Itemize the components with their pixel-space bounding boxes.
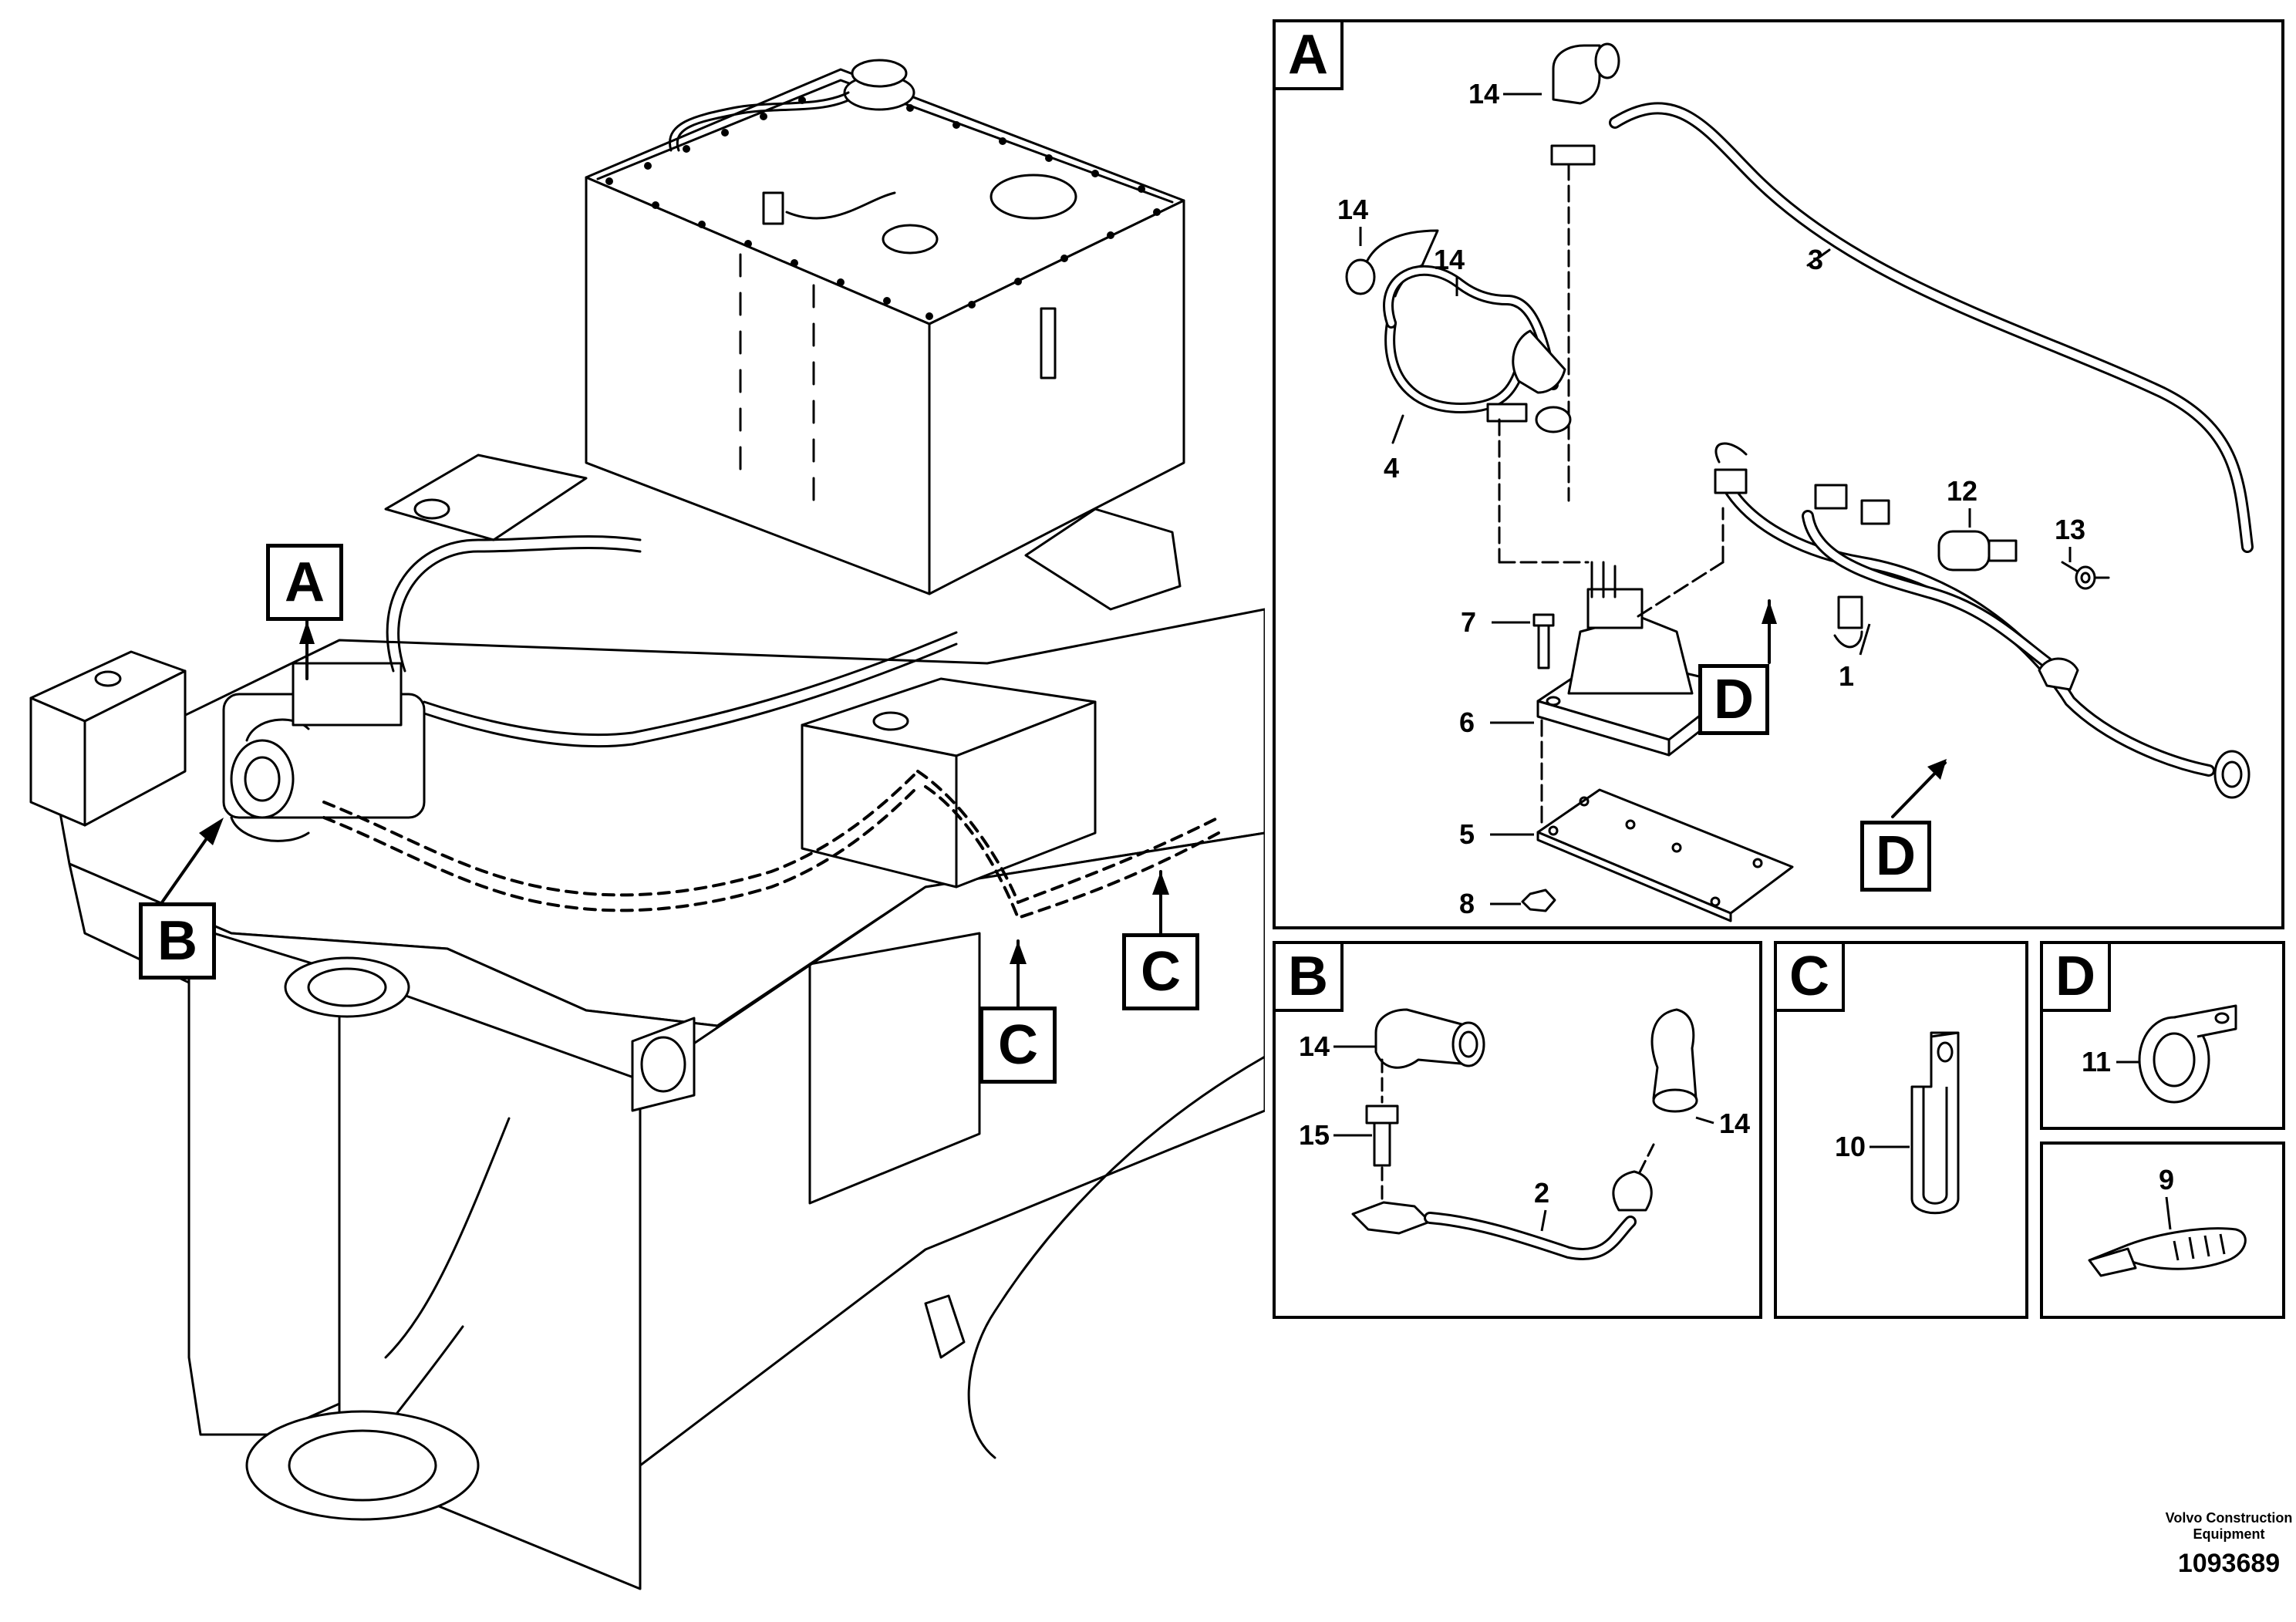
panel-b-label: B bbox=[1276, 944, 1344, 1012]
detail-panel-a: A bbox=[1273, 19, 2284, 929]
panel-c-leader-lines bbox=[1870, 1145, 1910, 1148]
part-number-14-mid: 14 bbox=[1434, 244, 1465, 275]
panel-b-leader-lines bbox=[1333, 1045, 1714, 1232]
detail-panel-b: B 14 15 2 14 bbox=[1273, 941, 1762, 1319]
panel-d-drawing bbox=[2138, 1004, 2237, 1104]
cable-tie-drawing bbox=[2088, 1227, 2247, 1277]
part-number-12: 12 bbox=[1947, 475, 1978, 507]
cable-route-dashed bbox=[322, 770, 1220, 919]
part-number-14-b-left: 14 bbox=[1299, 1030, 1330, 1062]
company-line-1: Volvo Construction bbox=[2165, 1510, 2293, 1526]
part-number-11: 11 bbox=[2082, 1046, 2112, 1077]
detail-panel-cable-tie: 9 bbox=[2040, 1141, 2285, 1319]
detail-panel-c: C 10 bbox=[1774, 941, 2028, 1319]
part-number-15: 15 bbox=[1299, 1119, 1330, 1151]
hydraulic-tank bbox=[585, 59, 1185, 595]
part-number-9: 9 bbox=[2159, 1164, 2175, 1195]
panel-a-callout-d-1: D bbox=[1698, 664, 1769, 735]
part-number-4: 4 bbox=[1384, 452, 1400, 484]
panel-9-leader-lines bbox=[2165, 1196, 2172, 1230]
hydraulic-hoses bbox=[386, 535, 958, 748]
part-number-7: 7 bbox=[1461, 606, 1477, 638]
callout-c-left: C bbox=[979, 1007, 1057, 1084]
part-number-8: 8 bbox=[1459, 888, 1475, 919]
callout-arrows bbox=[160, 619, 1169, 1008]
panel-c-drawing bbox=[1910, 1031, 1960, 1215]
panel-d-leader-lines bbox=[2116, 1061, 2139, 1064]
panel-b-drawing bbox=[1351, 1008, 1698, 1260]
part-number-3: 3 bbox=[1808, 244, 1824, 275]
panel-a-label: A bbox=[1276, 22, 1344, 90]
part-number-14-b-right: 14 bbox=[1719, 1108, 1751, 1139]
drawing-number: 1093689 bbox=[2177, 1549, 2281, 1578]
panel-d-label: D bbox=[2043, 944, 2111, 1012]
company-line-2: Equipment bbox=[2193, 1526, 2265, 1542]
callout-b: B bbox=[139, 902, 216, 980]
part-number-13: 13 bbox=[2055, 514, 2086, 545]
panel-c-label: C bbox=[1777, 944, 1845, 1012]
callout-c-right: C bbox=[1122, 933, 1199, 1010]
part-number-6: 6 bbox=[1459, 706, 1475, 738]
panel-a-drawing bbox=[1345, 42, 2254, 922]
detail-panel-d: D 11 bbox=[2040, 941, 2285, 1130]
part-number-5: 5 bbox=[1459, 818, 1475, 850]
part-number-10: 10 bbox=[1835, 1131, 1866, 1162]
panel-a-leader-lines bbox=[1359, 93, 2072, 905]
part-number-1: 1 bbox=[1839, 660, 1855, 692]
part-number-14-left: 14 bbox=[1337, 194, 1369, 225]
machine-frame-drawing bbox=[29, 59, 1265, 1590]
company-name: Volvo Construction Equipment bbox=[2159, 1510, 2296, 1543]
frame-brackets bbox=[29, 454, 1182, 1112]
part-number-2: 2 bbox=[1534, 1177, 1550, 1209]
part-number-14-top: 14 bbox=[1468, 78, 1500, 110]
callout-a: A bbox=[266, 544, 343, 621]
panel-a-callout-d-2: D bbox=[1860, 821, 1931, 892]
pump-assembly bbox=[222, 662, 426, 842]
